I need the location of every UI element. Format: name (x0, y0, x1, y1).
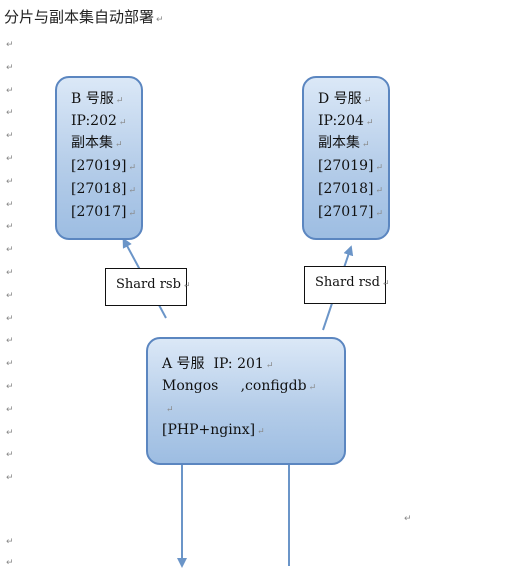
paragraph-mark-icon: ↵ (6, 473, 14, 483)
paragraph-mark-icon: ↵ (6, 537, 14, 547)
server-d-line-2: IP:204↵ (318, 113, 374, 129)
paragraph-mark-icon: ↵ (404, 514, 412, 524)
paragraph-mark-icon: ↵ (6, 291, 14, 301)
paragraph-mark-icon: ↵ (6, 245, 14, 255)
server-b-line-1: B 号服↵ (71, 91, 124, 107)
paragraph-mark-icon: ↵ (6, 314, 14, 324)
shard-rsd-label: Shard rsd↵ (304, 266, 389, 304)
server-b-line-2: IP:202↵ (71, 113, 127, 129)
paragraph-mark-icon: ↵ (6, 177, 14, 187)
server-b-box: B 号服↵ IP:202↵ 副本集↵ [27019]↵ [27018]↵ [27… (55, 76, 143, 240)
paragraph-mark-icon: ↵ (6, 268, 14, 278)
paragraph-mark-icon: ↵ (6, 558, 14, 568)
paragraph-mark-icon: ↵ (156, 15, 164, 25)
paragraph-mark-icon: ↵ (6, 450, 14, 460)
paragraph-mark-icon: ↵ (6, 359, 14, 369)
server-a-line-2: Mongos ,configdb↵ (162, 378, 317, 394)
server-d-box: D 号服↵ IP:204↵ 副本集↵ [27019]↵ [27018]↵ [27… (302, 76, 390, 240)
server-a-line-1: A 号服 IP: 201↵ (162, 356, 274, 372)
paragraph-mark-icon: ↵ (6, 222, 14, 232)
server-b-line-4: [27019]↵ (71, 158, 137, 174)
paragraph-mark-icon: ↵ (6, 154, 14, 164)
server-d-line-3: 副本集↵ (318, 135, 370, 151)
title-text: 分片与副本集自动部署 (4, 8, 155, 26)
server-a-line-3: [PHP+nginx]↵ (162, 422, 265, 438)
shard-rsb-label: Shard rsb↵ (105, 268, 190, 306)
paragraph-mark-icon: ↵ (6, 63, 14, 73)
paragraph-mark-icon: ↵ (6, 108, 14, 118)
server-d-line-6: [27017]↵ (318, 204, 384, 220)
paragraph-mark-icon: ↵ (6, 86, 14, 96)
server-b-line-3: 副本集↵ (71, 135, 123, 151)
server-d-line-4: [27019]↵ (318, 158, 384, 174)
page-title: 分片与副本集自动部署↵ (4, 6, 164, 27)
paragraph-mark-icon: ↵ (6, 40, 14, 50)
server-b-line-6: [27017]↵ (71, 204, 137, 220)
server-b-line-5: [27018]↵ (71, 181, 137, 197)
paragraph-mark-icon: ↵ (6, 336, 14, 346)
server-a-box: A 号服 IP: 201↵ Mongos ,configdb↵ ↵ [PHP+n… (146, 337, 346, 465)
paragraph-mark-icon: ↵ (6, 428, 14, 438)
server-d-line-5: [27018]↵ (318, 181, 384, 197)
server-d-line-1: D 号服↵ (318, 91, 372, 107)
paragraph-mark-icon: ↵ (6, 131, 14, 141)
paragraph-mark-icon: ↵ (6, 382, 14, 392)
paragraph-mark-icon: ↵ (6, 405, 14, 415)
server-a-line-empty: ↵ (166, 405, 174, 415)
paragraph-mark-icon: ↵ (6, 200, 14, 210)
